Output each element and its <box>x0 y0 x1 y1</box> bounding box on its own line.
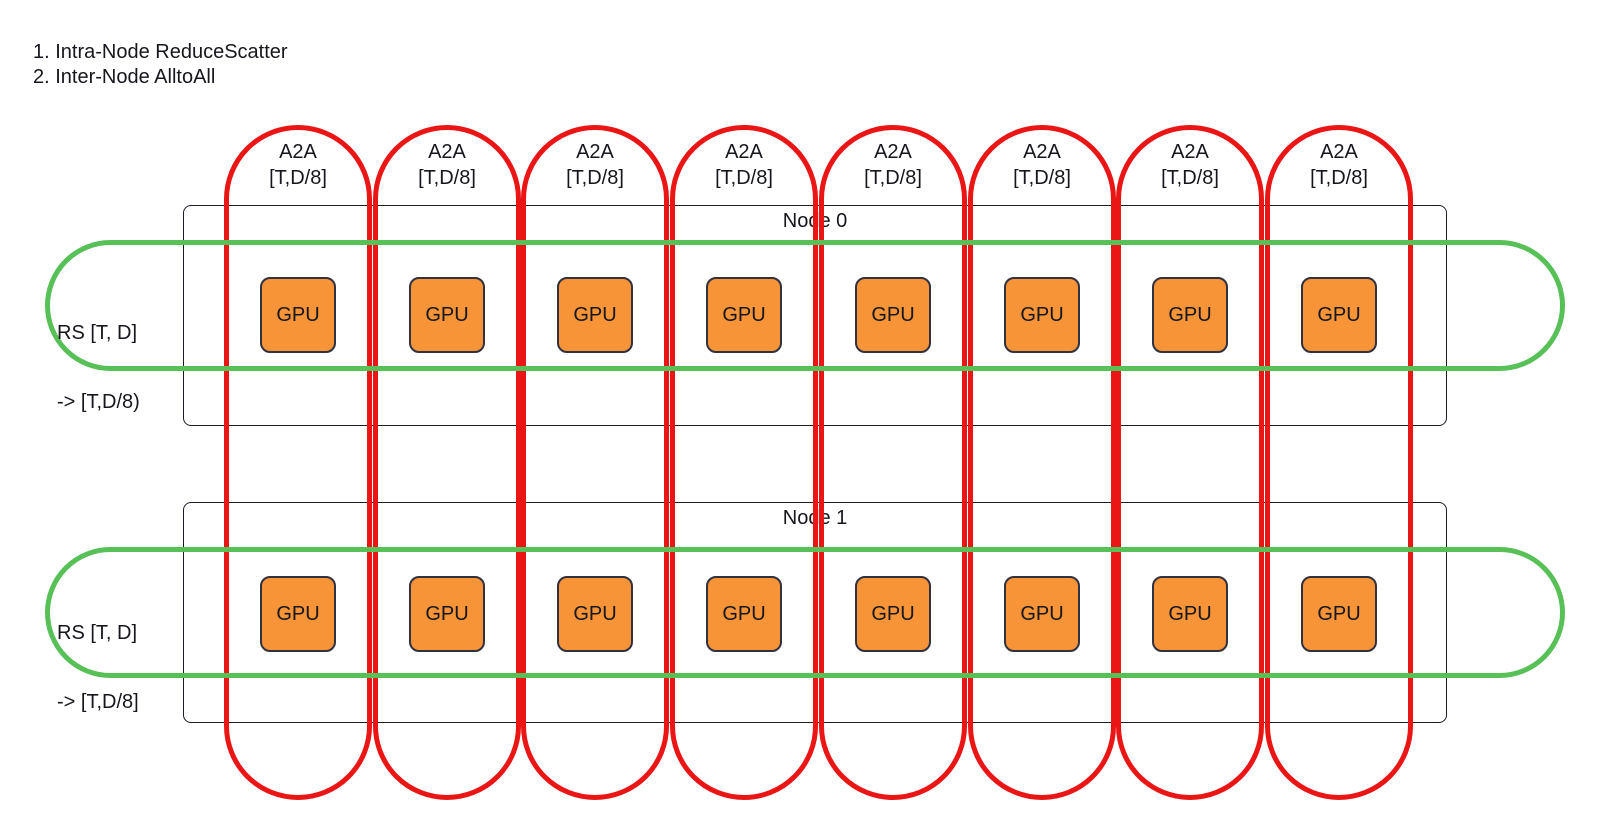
alltoall-pill-0 <box>224 125 372 800</box>
gpu-box-node0-5: GPU <box>1004 277 1080 353</box>
legend-step-1: 1. Intra-Node ReduceScatter <box>33 41 288 63</box>
alltoall-pill-3 <box>670 125 818 800</box>
alltoall-label-4-line2: [T,D/8] <box>864 167 922 189</box>
gpu-box-node1-2: GPU <box>557 576 633 652</box>
reducescatter-pill-node-0 <box>45 240 1565 371</box>
alltoall-label-2-line1: A2A <box>576 141 614 163</box>
alltoall-pill-5 <box>968 125 1116 800</box>
legend: 1. Intra-Node ReduceScatter 2. Inter-Nod… <box>33 40 288 90</box>
alltoall-label-0-line1: A2A <box>279 141 317 163</box>
gpu-box-node0-1: GPU <box>409 277 485 353</box>
alltoall-label-1: A2A [T,D/8] <box>373 139 521 191</box>
reducescatter-label-node-0: RS [T, D] -> [T,D/8) <box>57 276 140 460</box>
alltoall-label-3-line2: [T,D/8] <box>715 167 773 189</box>
alltoall-label-4-line1: A2A <box>874 141 912 163</box>
gpu-box-node1-6: GPU <box>1152 576 1228 652</box>
alltoall-label-7-line2: [T,D/8] <box>1310 167 1368 189</box>
gpu-box-node0-0: GPU <box>260 277 336 353</box>
reducescatter-label-node-1-line1: RS [T, D] <box>57 622 138 644</box>
alltoall-label-7: A2A [T,D/8] <box>1265 139 1413 191</box>
reducescatter-label-node-0-line2: -> [T,D/8) <box>57 391 140 413</box>
alltoall-label-5-line2: [T,D/8] <box>1013 167 1071 189</box>
alltoall-label-1-line1: A2A <box>428 141 466 163</box>
alltoall-label-4: A2A [T,D/8] <box>819 139 967 191</box>
gpu-box-node1-5: GPU <box>1004 576 1080 652</box>
alltoall-label-2: A2A [T,D/8] <box>521 139 669 191</box>
gpu-box-node0-3: GPU <box>706 277 782 353</box>
alltoall-label-7-line1: A2A <box>1320 141 1358 163</box>
alltoall-label-3: A2A [T,D/8] <box>670 139 818 191</box>
reducescatter-label-node-0-line1: RS [T, D] <box>57 322 138 344</box>
alltoall-pill-6 <box>1116 125 1264 800</box>
gpu-box-node0-7: GPU <box>1301 277 1377 353</box>
alltoall-label-6: A2A [T,D/8] <box>1116 139 1264 191</box>
alltoall-label-5: A2A [T,D/8] <box>968 139 1116 191</box>
reducescatter-label-node-1-line2: -> [T,D/8] <box>57 691 139 713</box>
alltoall-pill-4 <box>819 125 967 800</box>
gpu-box-node1-3: GPU <box>706 576 782 652</box>
gpu-box-node1-7: GPU <box>1301 576 1377 652</box>
alltoall-label-6-line1: A2A <box>1171 141 1209 163</box>
gpu-box-node1-1: GPU <box>409 576 485 652</box>
reducescatter-label-node-1: RS [T, D] -> [T,D/8] <box>57 576 139 760</box>
alltoall-pill-1 <box>373 125 521 800</box>
alltoall-label-2-line2: [T,D/8] <box>566 167 624 189</box>
gpu-box-node1-4: GPU <box>855 576 931 652</box>
alltoall-label-5-line1: A2A <box>1023 141 1061 163</box>
alltoall-pill-2 <box>521 125 669 800</box>
gpu-box-node0-4: GPU <box>855 277 931 353</box>
alltoall-label-0-line2: [T,D/8] <box>269 167 327 189</box>
gpu-box-node0-6: GPU <box>1152 277 1228 353</box>
gpu-box-node1-0: GPU <box>260 576 336 652</box>
alltoall-label-3-line1: A2A <box>725 141 763 163</box>
legend-step-2: 2. Inter-Node AlltoAll <box>33 66 216 88</box>
alltoall-label-1-line2: [T,D/8] <box>418 167 476 189</box>
reducescatter-pill-node-1 <box>45 547 1565 678</box>
alltoall-label-0: A2A [T,D/8] <box>224 139 372 191</box>
alltoall-label-6-line2: [T,D/8] <box>1161 167 1219 189</box>
gpu-box-node0-2: GPU <box>557 277 633 353</box>
alltoall-pill-7 <box>1265 125 1413 800</box>
